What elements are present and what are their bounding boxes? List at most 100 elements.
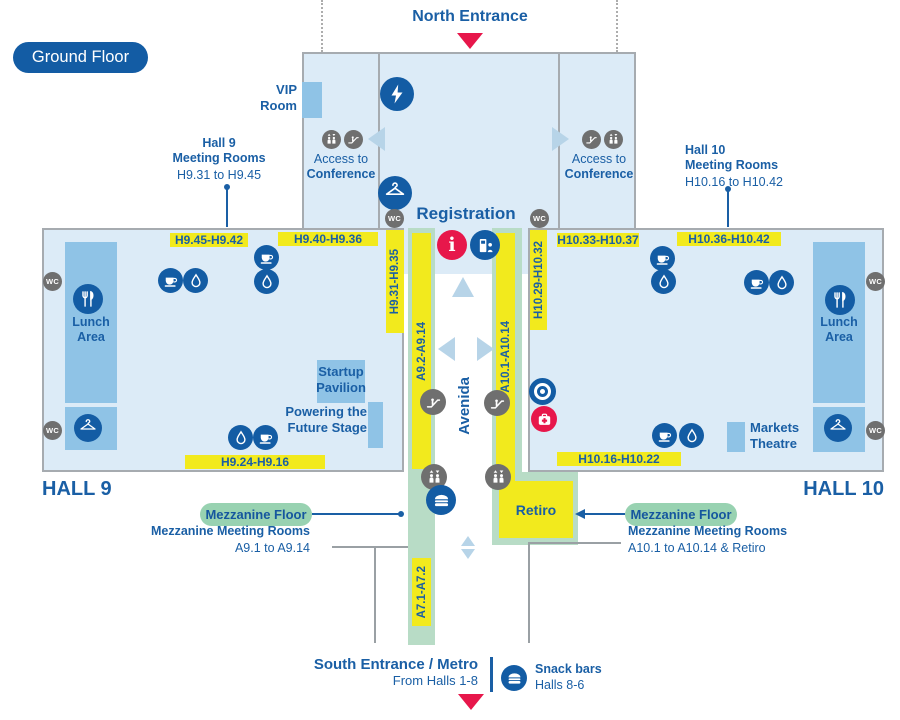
leader-line-gray xyxy=(528,542,530,643)
escalator-icon xyxy=(420,389,446,415)
hall9-title: HALL 9 xyxy=(42,478,112,500)
hall9-meeting-rooms-note: Hall 9 Meeting Rooms H9.31 to H9.45 xyxy=(156,136,282,183)
startup-pavilion-label: Startup Pavilion xyxy=(300,364,382,396)
wc-label: WC xyxy=(533,214,546,223)
south-entrance-label: South Entrance / Metro xyxy=(313,656,478,673)
south-entrance-arrow-icon xyxy=(458,694,484,710)
retiro-room: Retiro xyxy=(499,481,573,538)
hall9-note-title: Hall 9 xyxy=(202,136,236,150)
a9-rooms-strip-label: A9.2-A9.14 xyxy=(415,321,428,381)
info-icon: i xyxy=(437,230,467,260)
a10-rooms-strip: A10.1-A10.14 xyxy=(496,233,515,481)
escalator-icon xyxy=(484,390,510,416)
vip-room-label-line2: Room xyxy=(260,98,297,113)
north-corridor-dotted-line-right xyxy=(616,0,618,52)
hall10-rooms-strip-label: H10.29-H10.32 xyxy=(532,241,545,319)
cloakroom-icon xyxy=(824,414,852,442)
stage-line2: Future Stage xyxy=(287,420,367,435)
elevator-icon xyxy=(604,130,623,149)
leader-line-gray xyxy=(332,546,408,548)
leader-dot xyxy=(725,186,731,192)
hall9-lunch-area xyxy=(65,242,117,403)
metro-logo-icon xyxy=(529,378,556,405)
leader-dot xyxy=(224,184,230,190)
hall9-rooms-label: H9.40-H9.36 xyxy=(278,232,378,246)
connector-line xyxy=(584,513,625,515)
mezzanine-right-line2: A10.1 to A10.14 & Retiro xyxy=(628,541,766,555)
mezzanine-pill-label: Mezzanine Floor xyxy=(630,507,732,522)
water-refill-icon xyxy=(651,269,676,294)
snack-bar-icon xyxy=(501,665,527,691)
coffee-icon xyxy=(650,246,675,271)
hall9-note-range: H9.31 to H9.45 xyxy=(176,168,262,182)
wc-label: WC xyxy=(869,426,882,435)
elevator-icon xyxy=(322,130,341,149)
lightning-icon xyxy=(380,77,414,111)
mezzanine-pill-label: Mezzanine Floor xyxy=(205,507,307,522)
north-entrance-arrow-icon xyxy=(457,33,483,49)
north-block-divider xyxy=(378,54,380,114)
hall9-rooms-label: H9.24-H9.16 xyxy=(185,455,325,469)
restaurant-icon xyxy=(825,285,855,315)
north-block-divider xyxy=(558,54,560,114)
registration-kiosk-icon xyxy=(470,230,500,260)
hall9-rooms-label: H9.45-H9.42 xyxy=(170,233,248,247)
wc-icon: WC xyxy=(43,272,62,291)
hall10-title: HALL 10 xyxy=(803,478,884,500)
metro-logo-inner xyxy=(537,386,548,397)
hall10-rooms-strip: H10.29-H10.32 xyxy=(530,230,547,330)
wc-label: WC xyxy=(388,214,401,223)
vip-room-label-line1: VIP xyxy=(276,82,297,97)
info-label: i xyxy=(448,233,456,256)
hall10-rooms-label: H10.33-H10.37 xyxy=(557,233,639,247)
wc-icon: WC xyxy=(866,421,885,440)
leader-line-gray xyxy=(374,547,376,643)
avenida-text: Avenida xyxy=(455,377,473,435)
arrow-up-small-icon xyxy=(461,536,475,546)
wc-label: WC xyxy=(46,426,59,435)
future-stage-area xyxy=(368,402,383,448)
hall10-lunch-area xyxy=(813,242,865,403)
coffee-icon xyxy=(652,423,677,448)
stage-line1: Powering the xyxy=(285,404,367,419)
water-refill-icon xyxy=(679,423,704,448)
snack-bars-sublabel: Halls 8-6 xyxy=(535,678,585,692)
hall10-note-subtitle: Meeting Rooms xyxy=(685,158,779,172)
connector-arrow-left-icon xyxy=(575,509,585,519)
floor-badge: Ground Floor xyxy=(13,42,148,73)
legend-divider xyxy=(490,657,493,692)
lunch-line1: Lunch xyxy=(820,315,858,329)
cloakroom-icon xyxy=(378,176,412,210)
markets-line2: Theatre xyxy=(750,436,797,451)
escalator-icon xyxy=(344,130,363,149)
hall9-rooms-strip-label: H9.31-H9.35 xyxy=(389,248,401,315)
hall10-note-range: H10.16 to H10.42 xyxy=(685,175,783,189)
arrow-down-small-icon xyxy=(461,549,475,559)
access-line1: Access to xyxy=(313,152,369,166)
markets-theatre-area xyxy=(727,422,745,452)
access-line2: Conference xyxy=(306,167,376,181)
north-block-divider xyxy=(558,110,560,228)
hall10-lunch-label: Lunch Area xyxy=(809,315,869,345)
startup-line2: Pavilion xyxy=(316,380,366,395)
wc-label: WC xyxy=(46,277,59,286)
lunch-line1: Lunch xyxy=(72,315,110,329)
coffee-icon xyxy=(254,245,279,270)
hall10-note-title: Hall 10 xyxy=(685,143,726,157)
south-entrance-sublabel: From Halls 1-8 xyxy=(392,673,478,688)
leader-line xyxy=(727,190,729,227)
water-refill-icon xyxy=(183,268,208,293)
future-stage-label: Powering the Future Stage xyxy=(270,404,367,436)
north-block-divider xyxy=(378,110,380,228)
hall9-rooms-strip: H9.31-H9.35 xyxy=(386,230,404,333)
a7-rooms-strip-label: A7.1-A7.2 xyxy=(415,565,428,619)
access-line1: Access to xyxy=(571,152,627,166)
a9-rooms-strip: A9.2-A9.14 xyxy=(412,233,431,469)
leader-line-gray xyxy=(528,542,621,544)
mezzanine-left-line2: A9.1 to A9.14 xyxy=(234,541,310,555)
coffee-icon xyxy=(158,268,183,293)
lunch-line2: Area xyxy=(77,330,105,344)
startup-line1: Startup xyxy=(318,364,364,379)
water-refill-icon xyxy=(254,269,279,294)
access-conference-right-label: Access to Conference xyxy=(553,152,645,182)
